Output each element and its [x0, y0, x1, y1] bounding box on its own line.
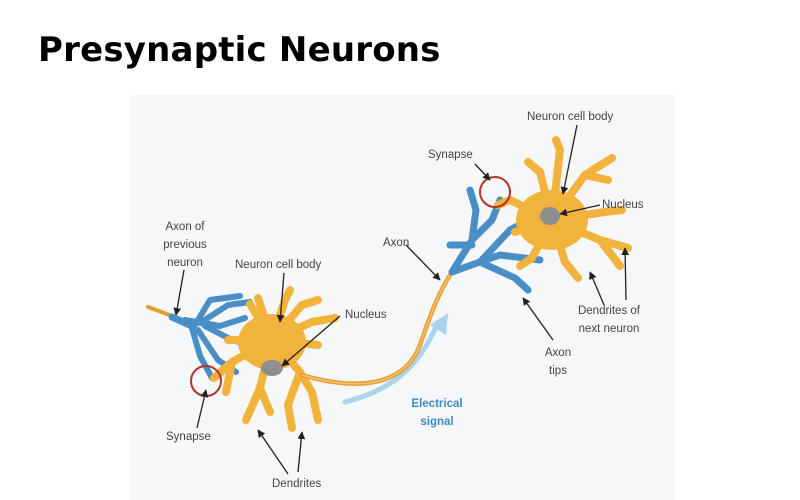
- label-synapse-right: Synapse: [428, 149, 473, 161]
- arrow-dendrites-2: [297, 431, 306, 473]
- label-signal-line1: Electrical: [411, 398, 463, 410]
- label-electrical-signal: Electrical signal: [402, 395, 472, 431]
- label-axon-prev-line3: neuron: [167, 257, 203, 269]
- right-nucleus: [540, 207, 560, 225]
- label-synapse-left: Synapse: [166, 431, 211, 443]
- arrow-axon-prev: [173, 269, 185, 316]
- synapse-ring-right: [479, 176, 511, 208]
- label-dendrites-next-line1: Dendrites of: [577, 305, 640, 317]
- label-cell-body-left: Neuron cell body: [235, 259, 322, 271]
- left-neuron: [210, 286, 339, 432]
- label-nucleus-left: Nucleus: [345, 309, 387, 321]
- arrow-dendrites-next-2: [621, 247, 630, 301]
- label-axon-prev-line2: previous: [163, 239, 207, 251]
- arrow-dendrites-1: [257, 429, 289, 475]
- axon-fiber: [299, 269, 455, 386]
- label-axon: Axon: [383, 237, 410, 249]
- electrical-signal-arrow: [342, 319, 441, 405]
- annotation-arrows: [173, 124, 630, 475]
- right-neuron: [494, 136, 632, 282]
- label-axon-tips-line1: Axon: [544, 347, 572, 359]
- axon-terminals: [446, 186, 544, 294]
- label-dendrites-next-line2: next neuron: [578, 323, 640, 335]
- label-axon-prev-line1: Axon of: [165, 221, 205, 233]
- arrow-nucleus-right: [559, 204, 601, 217]
- arrow-cell-body-right: [560, 124, 578, 195]
- arrow-axon: [405, 244, 441, 281]
- label-dendrites-next-neuron: Dendrites of next neuron: [566, 302, 652, 338]
- label-axon-tips: Axon tips: [536, 344, 580, 380]
- page-title: Presynaptic Neurons: [38, 30, 441, 70]
- arrow-nucleus-left: [281, 315, 341, 367]
- label-axon-previous-neuron: Axon of previous neuron: [150, 218, 220, 272]
- arrow-synapse-right: [474, 163, 491, 181]
- arrow-synapse-left: [196, 389, 209, 429]
- label-cell-body-right: Neuron cell body: [527, 111, 614, 123]
- label-nucleus-right: Nucleus: [602, 199, 644, 211]
- signal-arrow-head: [430, 313, 448, 335]
- label-axon-tips-line2: tips: [549, 365, 567, 377]
- arrow-axon-tips: [522, 297, 554, 341]
- arrow-dendrites-next-1: [589, 271, 605, 306]
- label-signal-line2: signal: [420, 416, 454, 428]
- arrow-cell-body-left: [276, 272, 285, 323]
- label-dendrites: Dendrites: [272, 478, 322, 490]
- left-nucleus: [261, 360, 283, 376]
